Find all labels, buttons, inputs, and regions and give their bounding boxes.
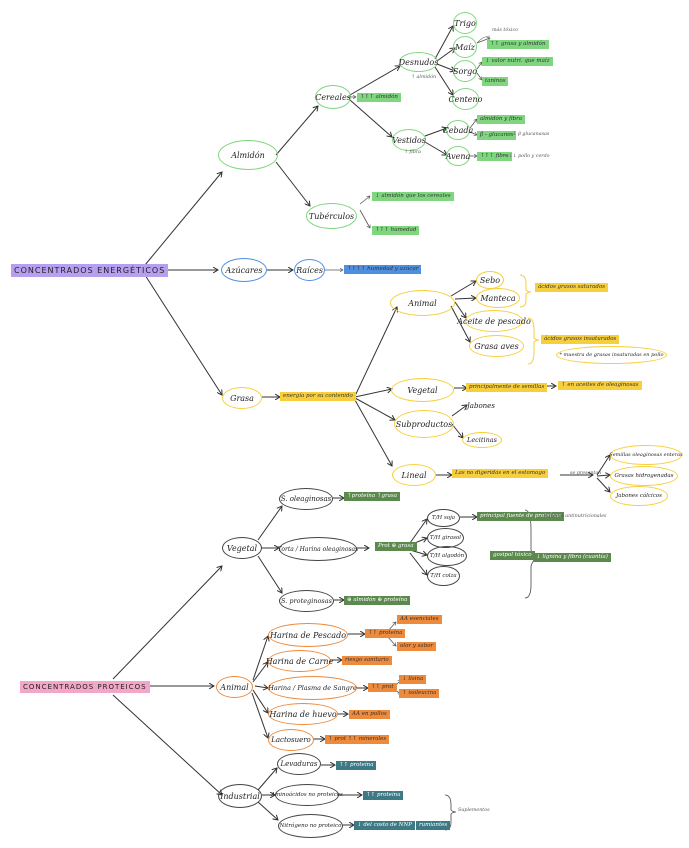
th-girasol-node: T/H girasol xyxy=(427,528,464,548)
cebada-note: → ↓ β glucanasas xyxy=(507,132,550,137)
azucares-node: Azúcares xyxy=(221,258,267,282)
harina-pescado-highlight-3: olor y sabor xyxy=(397,642,437,651)
energeticos-title: CONCENTRADOS ENERGÉTICOS xyxy=(11,264,169,277)
jabones-node: Jabones xyxy=(467,402,495,410)
lineal-node: Lineal xyxy=(392,464,436,486)
th-soja-note: factores antinutricionales xyxy=(544,514,607,519)
proteicos-title: CONCENTRADOS PROTEICOS xyxy=(20,681,150,693)
th-colza-highlight: ↓ lignina y fibra (cuantía) xyxy=(533,553,611,562)
vegetal-grasa-node: Vegetal xyxy=(391,378,454,402)
harina-sangre-highlight-2: ↓ lisina xyxy=(399,675,427,684)
suplementos-note: Suplementos xyxy=(458,808,490,813)
desnudos-note: ↑ almidón xyxy=(411,75,437,80)
th-algodon-node: T/H algodón xyxy=(427,546,467,566)
torta-highlight: Prot ⊕ grasa xyxy=(375,542,417,551)
vegetal-highlight-2: ↑ en aceites de oleaginosas xyxy=(558,381,642,390)
vegetal-highlight-1: principalmente de semillas xyxy=(466,383,548,392)
harina-pescado-highlight-2: AA esenciales xyxy=(397,615,442,624)
lecitinas-node: Lecitinas xyxy=(462,432,502,448)
vegetal-proteico-node: Vegetal xyxy=(222,537,262,559)
lineal-highlight: Las no digeridas en el estomago xyxy=(452,469,549,478)
s-oleaginosas-node: S. oleaginosas xyxy=(279,488,333,510)
semillas-node: Semillas oleaginosas enteras xyxy=(609,445,683,465)
aceite-pescado-node: Aceite de pescado xyxy=(457,310,531,332)
animal-proteico-node: Animal xyxy=(216,676,253,698)
tuberculos-node: Tubérculos xyxy=(306,203,357,229)
s-proteginosas-node: S. proteginosas xyxy=(279,590,334,612)
cebada-node: Cebada xyxy=(443,120,473,140)
harina-sangre-node: Harina / Plasma de Sangre xyxy=(268,676,357,700)
s-oleaginosas-highlight: ↑proteína ↑grasa xyxy=(344,492,401,501)
sebo-node: Sebo xyxy=(476,271,504,289)
harina-carne-highlight: riesgo sanitario xyxy=(342,656,392,665)
sorgo-node: Sorgo xyxy=(453,60,477,82)
desnudos-node: Desnudos xyxy=(399,52,438,72)
grasa-aves-node: Grasa aves xyxy=(469,335,524,357)
nitrogeno-highlight: ↓ del costo de NNP xyxy=(354,821,415,830)
grasas-hidrogenadas-node: Grasas hidrogenadas xyxy=(610,466,678,486)
th-soja-node: T/H soja xyxy=(427,509,460,527)
nitrogeno-node: Nitrógeno no proteico xyxy=(278,814,343,838)
avena-note: → ↓↓ pollo y cerdo xyxy=(503,154,550,159)
maiz-highlight: ↑↑ grasa y almidón xyxy=(487,40,549,49)
jabones-calcicos-node: Jabones cálcicos xyxy=(610,486,668,506)
lactosuero-node: Lactosuero xyxy=(268,729,314,751)
harina-sangre-highlight-3: ↑ isoleucina xyxy=(399,689,440,698)
grasa-highlight: energía por su contenido xyxy=(280,392,356,401)
grasa-node: Grasa xyxy=(222,387,262,409)
s-proteginosas-highlight: ⊕ almidón ⊕ proteína xyxy=(344,596,411,605)
torta-node: Torta / Harina oleaginosas xyxy=(278,537,358,561)
harina-pescado-highlight: ↑↑ proteína xyxy=(365,629,406,638)
subproductos-node: Subproductos xyxy=(394,410,454,438)
harina-carne-node: Harina de Carne xyxy=(266,650,333,672)
tuberculos-highlight-1: ↓ almidón que los cereales xyxy=(372,192,454,201)
levaduras-node: Levaduras xyxy=(277,753,321,775)
avena-node: Avena xyxy=(446,146,470,166)
sorgo-highlight-1: ↓ valor nutri. que maíz xyxy=(482,57,553,66)
maiz-note: más tóxico xyxy=(492,28,519,33)
centeno-node: Centeno xyxy=(449,88,482,110)
aminoacidos-node: Aminoácidos no proteicos xyxy=(271,784,343,806)
aminoacidos-highlight: ↑↑ proteína xyxy=(363,791,404,800)
trigo-node: Trigo xyxy=(453,12,477,34)
maiz-node: Maíz xyxy=(453,36,477,58)
levaduras-highlight: ↑↑ proteína xyxy=(336,761,377,770)
harina-huevo-node: Harina de huevo xyxy=(268,703,338,725)
cebada-highlight-2: β - glucanos xyxy=(477,131,517,140)
harina-sangre-highlight: ↑↑ prot xyxy=(368,683,397,692)
sorgo-highlight-2: taninos xyxy=(482,77,509,86)
cereales-highlight: ↑↑↑ almidón xyxy=(357,93,401,102)
th-colza-node: T/H colza xyxy=(427,566,460,586)
tuberculos-highlight-2: ↑↑↑ humedad xyxy=(372,226,420,235)
vestidos-node: Vestidos xyxy=(392,129,426,151)
cebada-highlight-1: almidón y fibra xyxy=(477,115,526,124)
harina-pescado-node: Harina de Pescado xyxy=(268,623,348,647)
vestidos-note: ↑ fibra xyxy=(404,150,421,155)
animal-highlight-2: ácidos grasos insaturados xyxy=(541,335,620,344)
nitrogeno-highlight-2: rumiantes xyxy=(416,821,451,830)
cereales-node: Cereales xyxy=(315,85,351,109)
lineal-note: se presentan xyxy=(570,471,602,476)
manteca-node: Manteca xyxy=(476,288,520,308)
harina-huevo-highlight: AA en pollos xyxy=(349,710,390,719)
almidon-node: Almidón xyxy=(218,140,278,170)
animal-highlight-3: * muestra de grasas insaturadas en pollo xyxy=(556,346,667,364)
th-soja-highlight: principal fuente de proteínas xyxy=(477,512,565,521)
th-algodon-highlight: gosipol tóxico xyxy=(490,551,535,560)
raices-highlight: ↑↑↑↑ humedad y azúcar xyxy=(344,265,422,274)
animal-grasa-node: Animal xyxy=(390,290,455,316)
lactosuero-highlight: ↑ prot ↑↑ minerales xyxy=(325,735,390,744)
animal-highlight-1: ácidos grasos saturados xyxy=(535,283,609,292)
avena-highlight: ↑↑↑ fibra xyxy=(477,152,512,161)
raices-node: Raíces xyxy=(294,259,325,281)
industrial-node: Industrial xyxy=(218,784,262,808)
